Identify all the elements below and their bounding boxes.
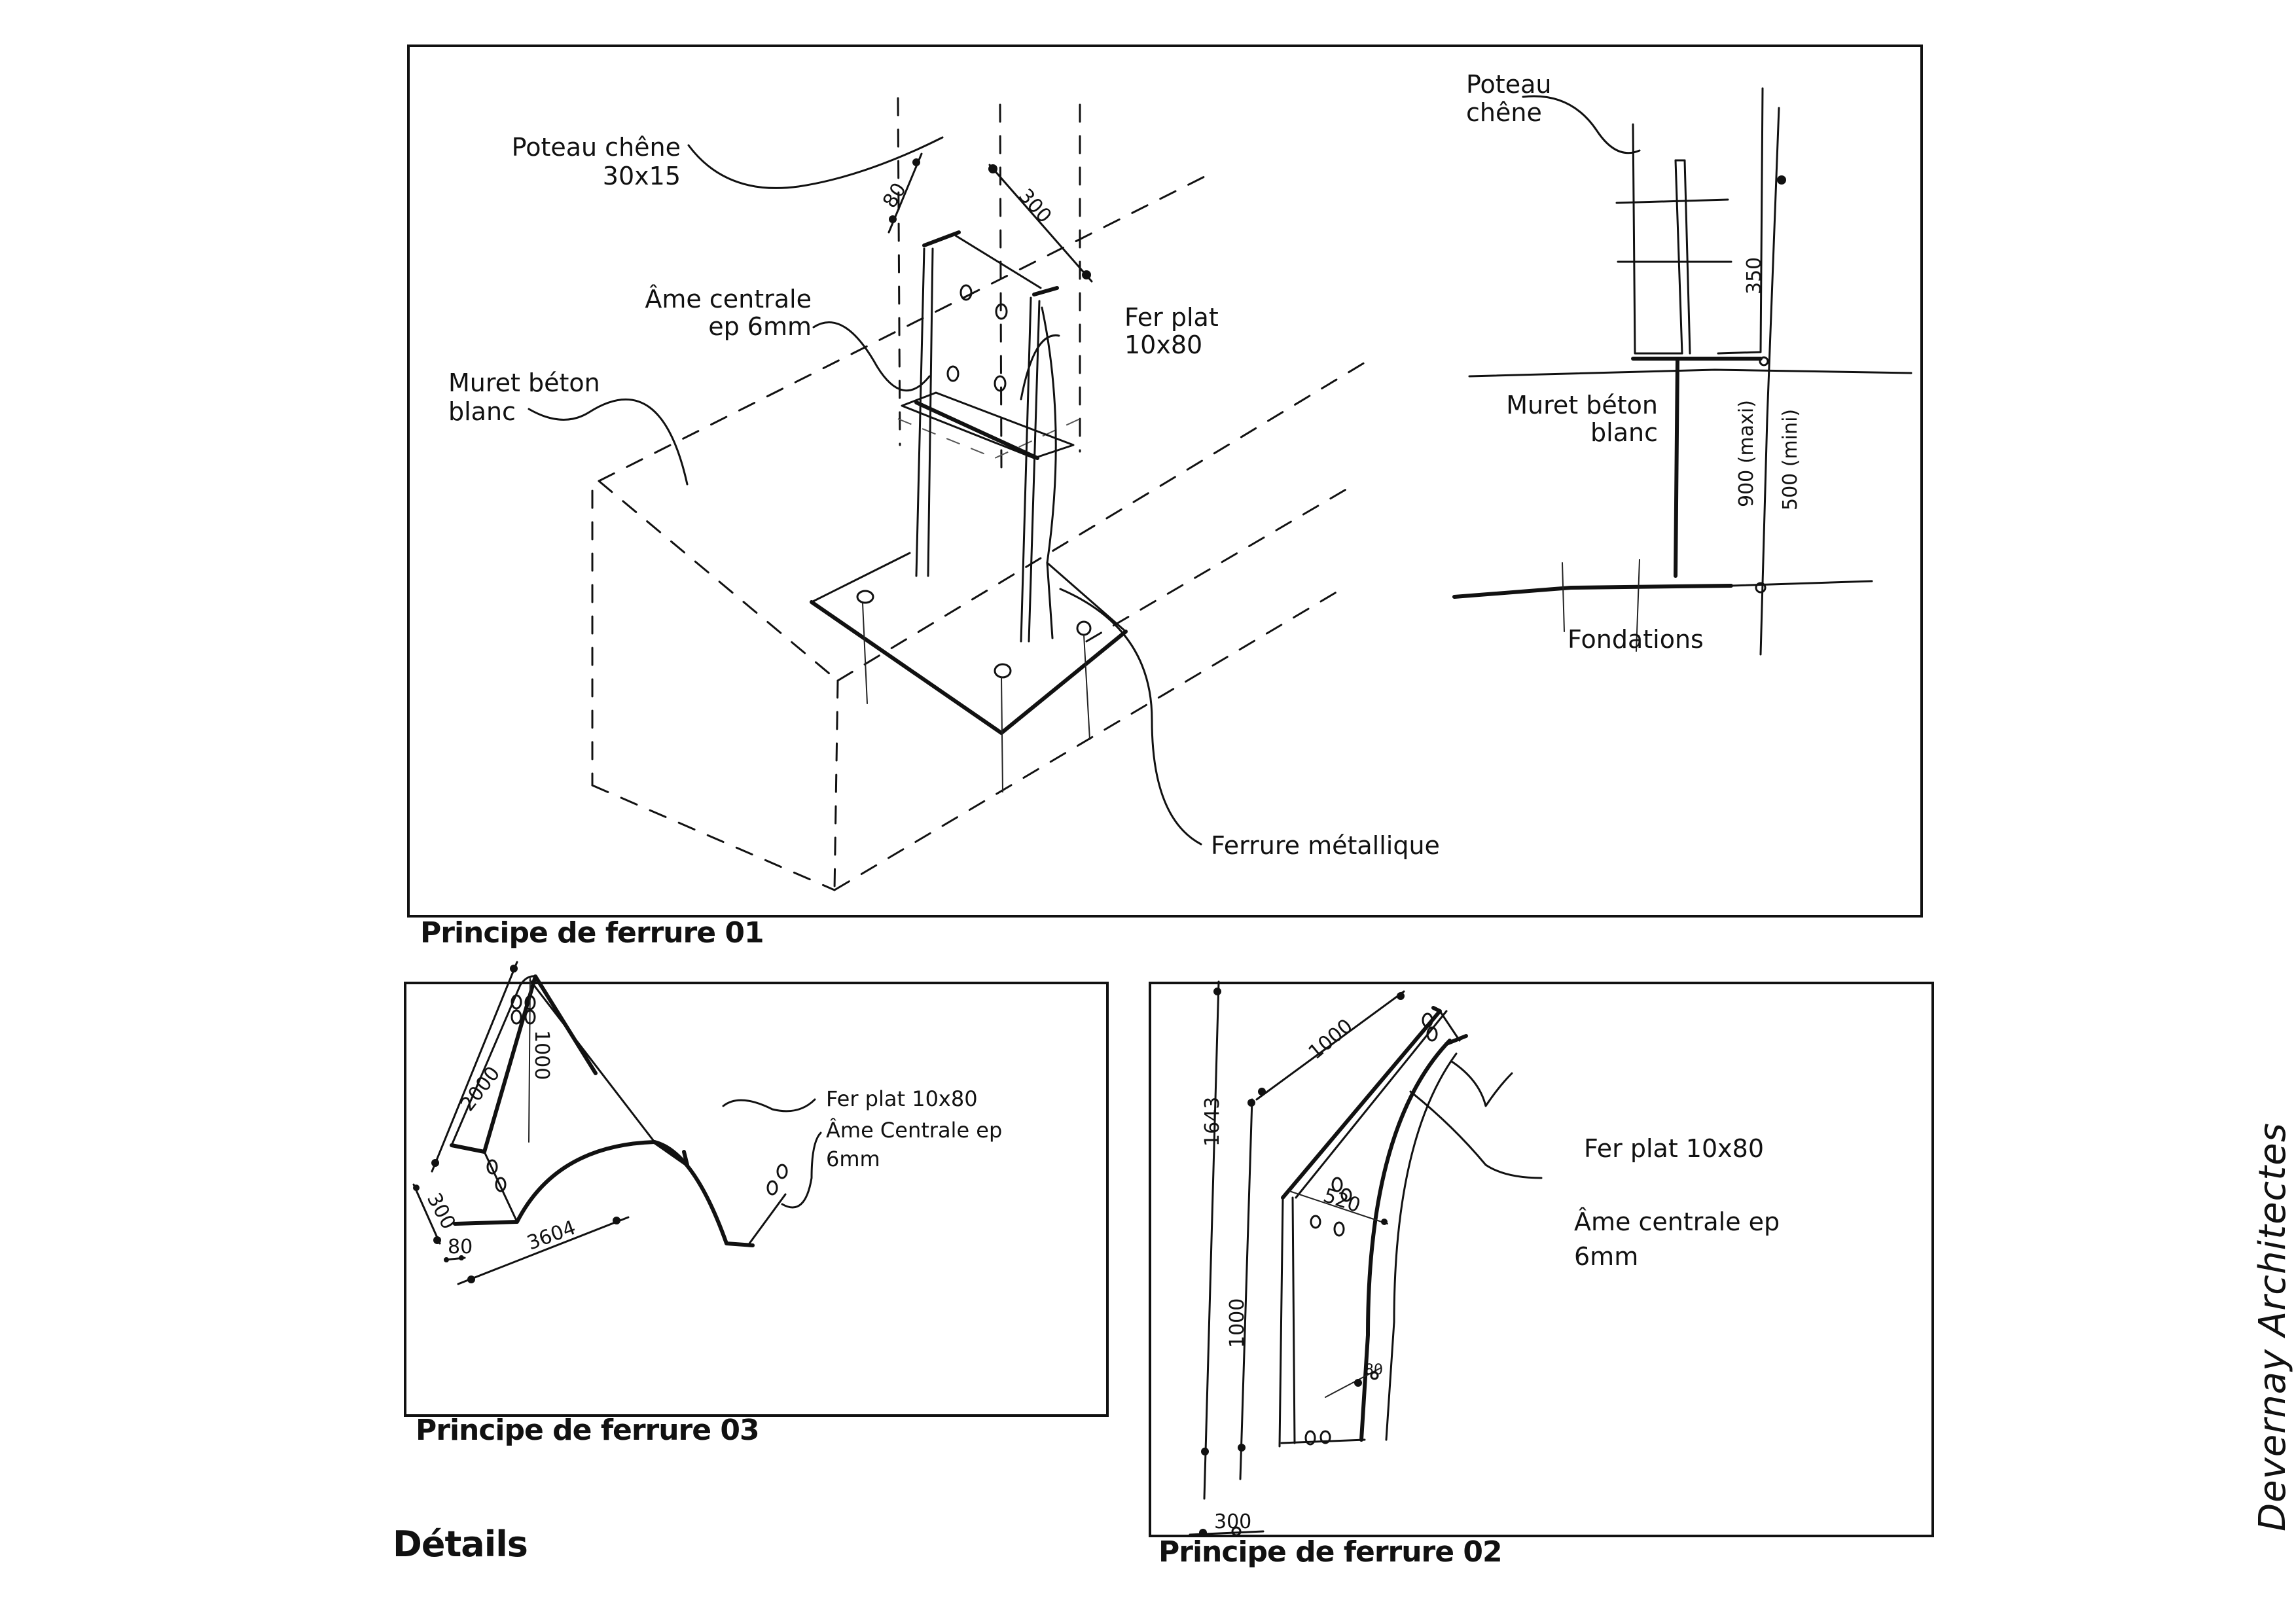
- dim-total-height-1643: 1643: [1201, 1097, 1224, 1147]
- metal-bracket-sketch: [810, 230, 1128, 793]
- dim-base-width-300: 300: [1214, 1510, 1251, 1533]
- dim-wall-min: 500 (mini): [1779, 409, 1802, 510]
- label-section-concrete-wall-2: blanc: [1590, 418, 1658, 447]
- section-view-sketch: [1452, 87, 1912, 656]
- firm-name: Devernay Architectes: [2251, 1122, 2294, 1531]
- caption-detail-02: Principe de ferrure 02: [1158, 1535, 1503, 1569]
- dim-wall-max: 900 (maxi): [1735, 400, 1758, 507]
- dim-embed-350: 350: [1743, 257, 1766, 294]
- label-concrete-wall: Muret béton: [448, 368, 600, 397]
- dimension-lines-01: [888, 152, 1093, 283]
- dim-flange-80-02: 80: [1365, 1362, 1383, 1378]
- label-flat-iron: Fer plat: [1124, 303, 1219, 332]
- label-central-web-03-thickness: 6mm: [826, 1147, 880, 1171]
- label-central-web: Âme centrale: [645, 285, 812, 313]
- detail-01-frame: [407, 45, 1923, 918]
- leader-lines-01: [528, 136, 1202, 846]
- dim-upper-leg-1000: 1000: [1304, 1014, 1357, 1064]
- label-oak-post: Poteau chêne: [512, 133, 681, 162]
- label-section-concrete-wall: Muret béton: [1506, 391, 1658, 419]
- label-oak-post-size: 30x15: [603, 162, 681, 190]
- dim-flange-80-03: 80: [448, 1236, 473, 1258]
- detail-03-frame: [404, 982, 1109, 1417]
- sheet-section-title: Détails: [393, 1524, 528, 1565]
- concrete-wall-outline: [591, 172, 1376, 891]
- dimension-lines-02: [1189, 980, 1405, 1537]
- label-section-oak-post-2: chêne: [1466, 98, 1542, 127]
- label-central-web-thickness: ep 6mm: [708, 312, 812, 341]
- label-section-oak-post: Poteau: [1466, 70, 1551, 99]
- label-flat-iron-03: Fer plat 10x80: [826, 1086, 978, 1111]
- label-central-web-03: Âme Centrale ep: [826, 1118, 1002, 1143]
- leader-lines-03: [722, 1098, 822, 1209]
- label-metal-bracket: Ferrure métallique: [1211, 831, 1440, 860]
- label-flat-iron-02: Fer plat 10x80: [1584, 1134, 1764, 1163]
- leader-lines-02: [1409, 1060, 1543, 1179]
- label-foundations: Fondations: [1568, 625, 1704, 654]
- dim-lower-leg-1000: 1000: [1226, 1298, 1249, 1348]
- label-flat-iron-size: 10x80: [1124, 330, 1202, 359]
- caption-detail-01: Principe de ferrure 01: [420, 916, 764, 950]
- bent-bracket-sketch: [1278, 1006, 1468, 1448]
- dim-web-depth-520: 520: [1321, 1184, 1363, 1217]
- label-central-web-02: Âme centrale ep: [1574, 1207, 1780, 1236]
- arch-bracket-sketch: [450, 974, 788, 1247]
- dim-rise-1000: 1000: [530, 1030, 553, 1080]
- caption-detail-03: Principe de ferrure 03: [416, 1414, 760, 1447]
- label-central-web-02-thickness: 6mm: [1574, 1242, 1638, 1271]
- dimension-lines-03: [412, 961, 630, 1285]
- label-concrete-wall-finish: blanc: [448, 397, 516, 426]
